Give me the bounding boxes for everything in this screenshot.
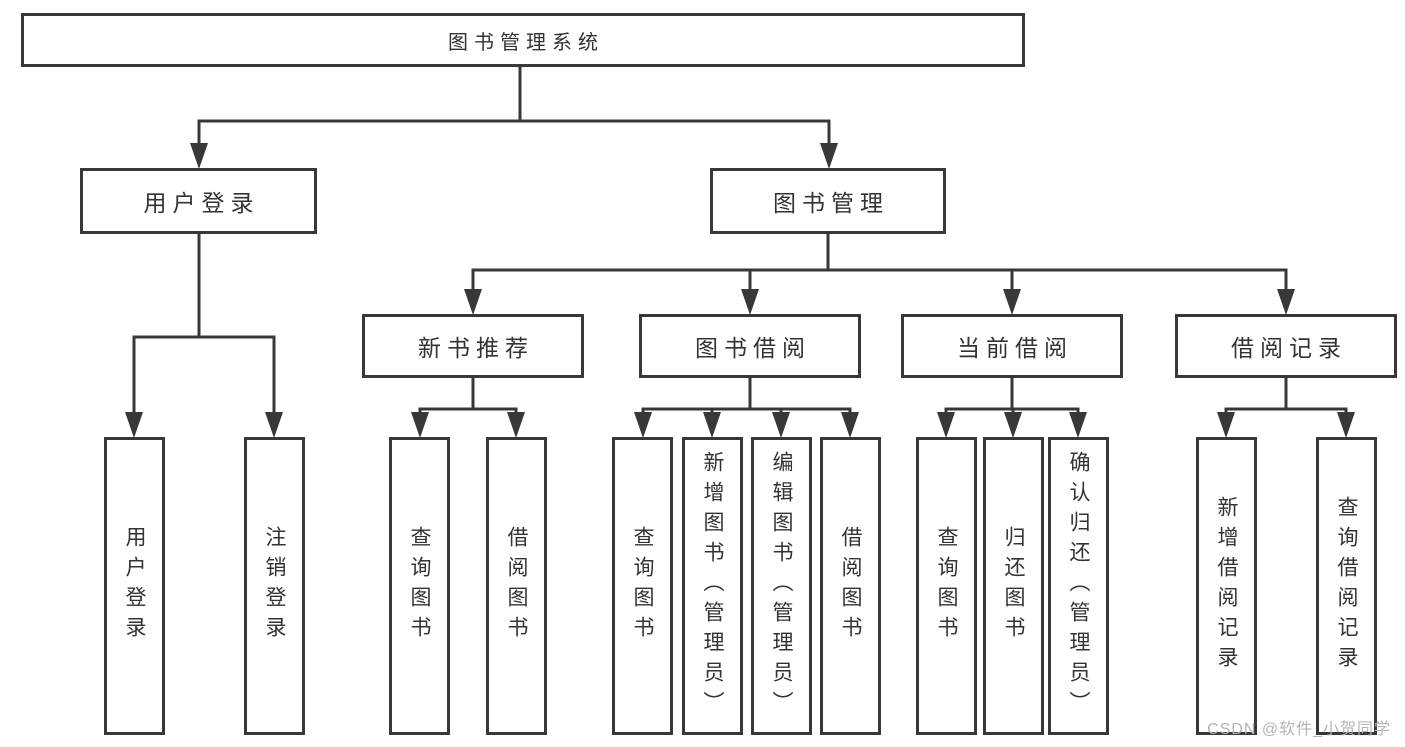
node-book-borrow: 图书借阅 [639, 314, 861, 378]
leaf-current-confirm-return-admin: 确认归还（管理员） [1048, 437, 1109, 735]
arrowhead [1277, 289, 1295, 315]
arrowhead [1337, 412, 1355, 438]
arrowhead [1217, 412, 1235, 438]
arrowhead [741, 289, 759, 315]
arrowhead [841, 412, 859, 438]
arrowhead [265, 412, 283, 438]
arrowhead [507, 412, 525, 438]
node-book-management: 图书管理 [710, 168, 946, 234]
arrowhead [411, 412, 429, 438]
leaf-borrow-borrow-book: 借阅图书 [820, 437, 881, 735]
arrowhead [820, 143, 838, 169]
leaf-recommend-borrow-book: 借阅图书 [486, 437, 547, 735]
arrowhead [1069, 412, 1087, 438]
arrowhead [1004, 412, 1022, 438]
leaf-current-query-book: 查询图书 [916, 437, 977, 735]
node-new-book-recommend: 新书推荐 [362, 314, 584, 378]
arrowhead [190, 143, 208, 169]
watermark-text: CSDN @软件_小贺同学 [1207, 721, 1391, 738]
leaf-borrow-edit-book-admin: 编辑图书（管理员） [751, 437, 812, 735]
leaf-borrow-query-book: 查询图书 [612, 437, 673, 735]
leaf-records-query-record: 查询借阅记录 [1316, 437, 1377, 735]
node-current-borrow: 当前借阅 [901, 314, 1123, 378]
connectors-current-borrow [937, 378, 1087, 438]
arrowhead [464, 289, 482, 315]
arrowhead [937, 412, 955, 438]
connectors-new-book-recommend [411, 378, 525, 438]
node-user-login: 用户登录 [80, 168, 317, 234]
connectors-book-borrow [634, 378, 859, 438]
leaf-user-login: 用户登录 [104, 437, 165, 735]
leaf-current-return-book: 归还图书 [983, 437, 1044, 735]
connectors-book-management [464, 234, 1295, 315]
arrowhead [703, 412, 721, 438]
connectors-borrow-records [1217, 378, 1355, 438]
arrowhead [634, 412, 652, 438]
connectors-root [190, 67, 838, 169]
arrowhead [772, 412, 790, 438]
arrowhead [125, 412, 143, 438]
arrowhead [1003, 289, 1021, 315]
node-borrow-records: 借阅记录 [1175, 314, 1397, 378]
leaf-logout-login: 注销登录 [244, 437, 305, 735]
leaf-records-add-record: 新增借阅记录 [1196, 437, 1257, 735]
leaf-borrow-add-book-admin: 新增图书（管理员） [682, 437, 743, 735]
leaf-recommend-query-book: 查询图书 [389, 437, 450, 735]
node-root: 图书管理系统 [21, 13, 1025, 67]
connectors-user-login [125, 234, 283, 438]
